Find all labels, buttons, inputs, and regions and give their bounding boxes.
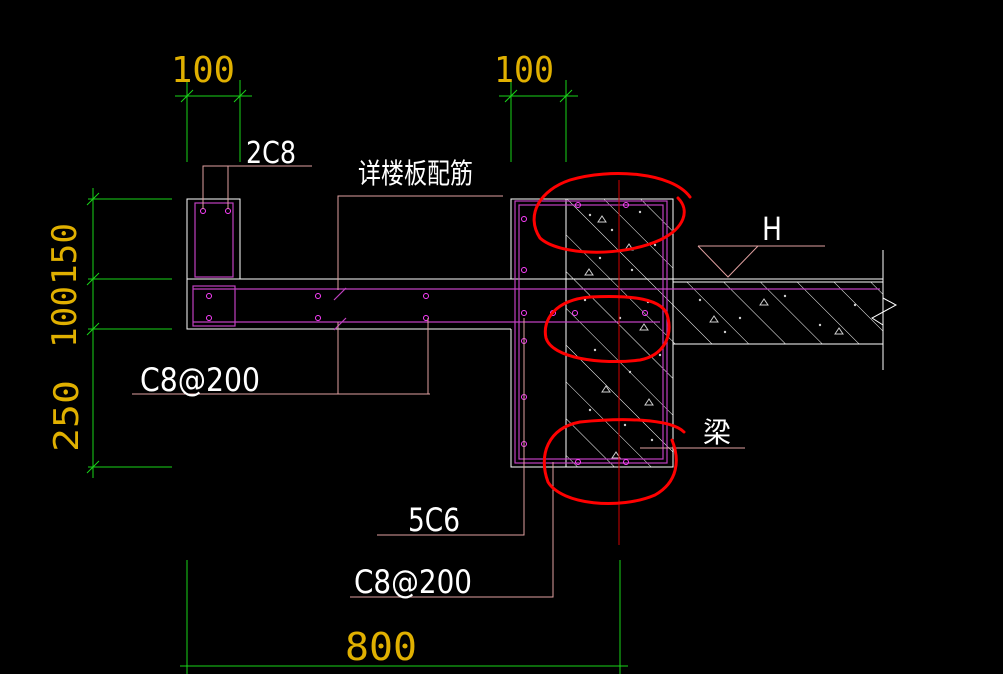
highlight-middle bbox=[543, 294, 671, 364]
dim-left-250: 250 bbox=[47, 380, 87, 452]
label-slab-ref: 详楼板配筋 bbox=[358, 157, 473, 190]
dim-bottom-800: 800 bbox=[345, 625, 417, 669]
label-left-stirrup: C8@200 bbox=[140, 361, 260, 399]
leader-lines bbox=[132, 165, 825, 598]
label-beam-stirrup: C8@200 bbox=[354, 563, 472, 601]
dim-left-150: 150 bbox=[45, 223, 85, 285]
highlight-bottom bbox=[542, 418, 686, 505]
dim-top-right: 100 bbox=[494, 50, 554, 91]
label-2c8: 2C8 bbox=[246, 136, 296, 171]
label-5c6: 5C6 bbox=[408, 501, 460, 539]
label-beam: 梁 bbox=[703, 416, 731, 449]
dim-top-left: 100 bbox=[171, 50, 235, 91]
highlight-top bbox=[532, 172, 692, 254]
rebar bbox=[192, 200, 880, 464]
break-line bbox=[871, 250, 898, 370]
label-level-h: H bbox=[762, 210, 782, 248]
dimension-lines bbox=[86, 80, 628, 674]
dim-left-100: 100 bbox=[45, 286, 85, 348]
concrete-outline bbox=[186, 198, 883, 468]
highlight-marks bbox=[532, 172, 692, 505]
